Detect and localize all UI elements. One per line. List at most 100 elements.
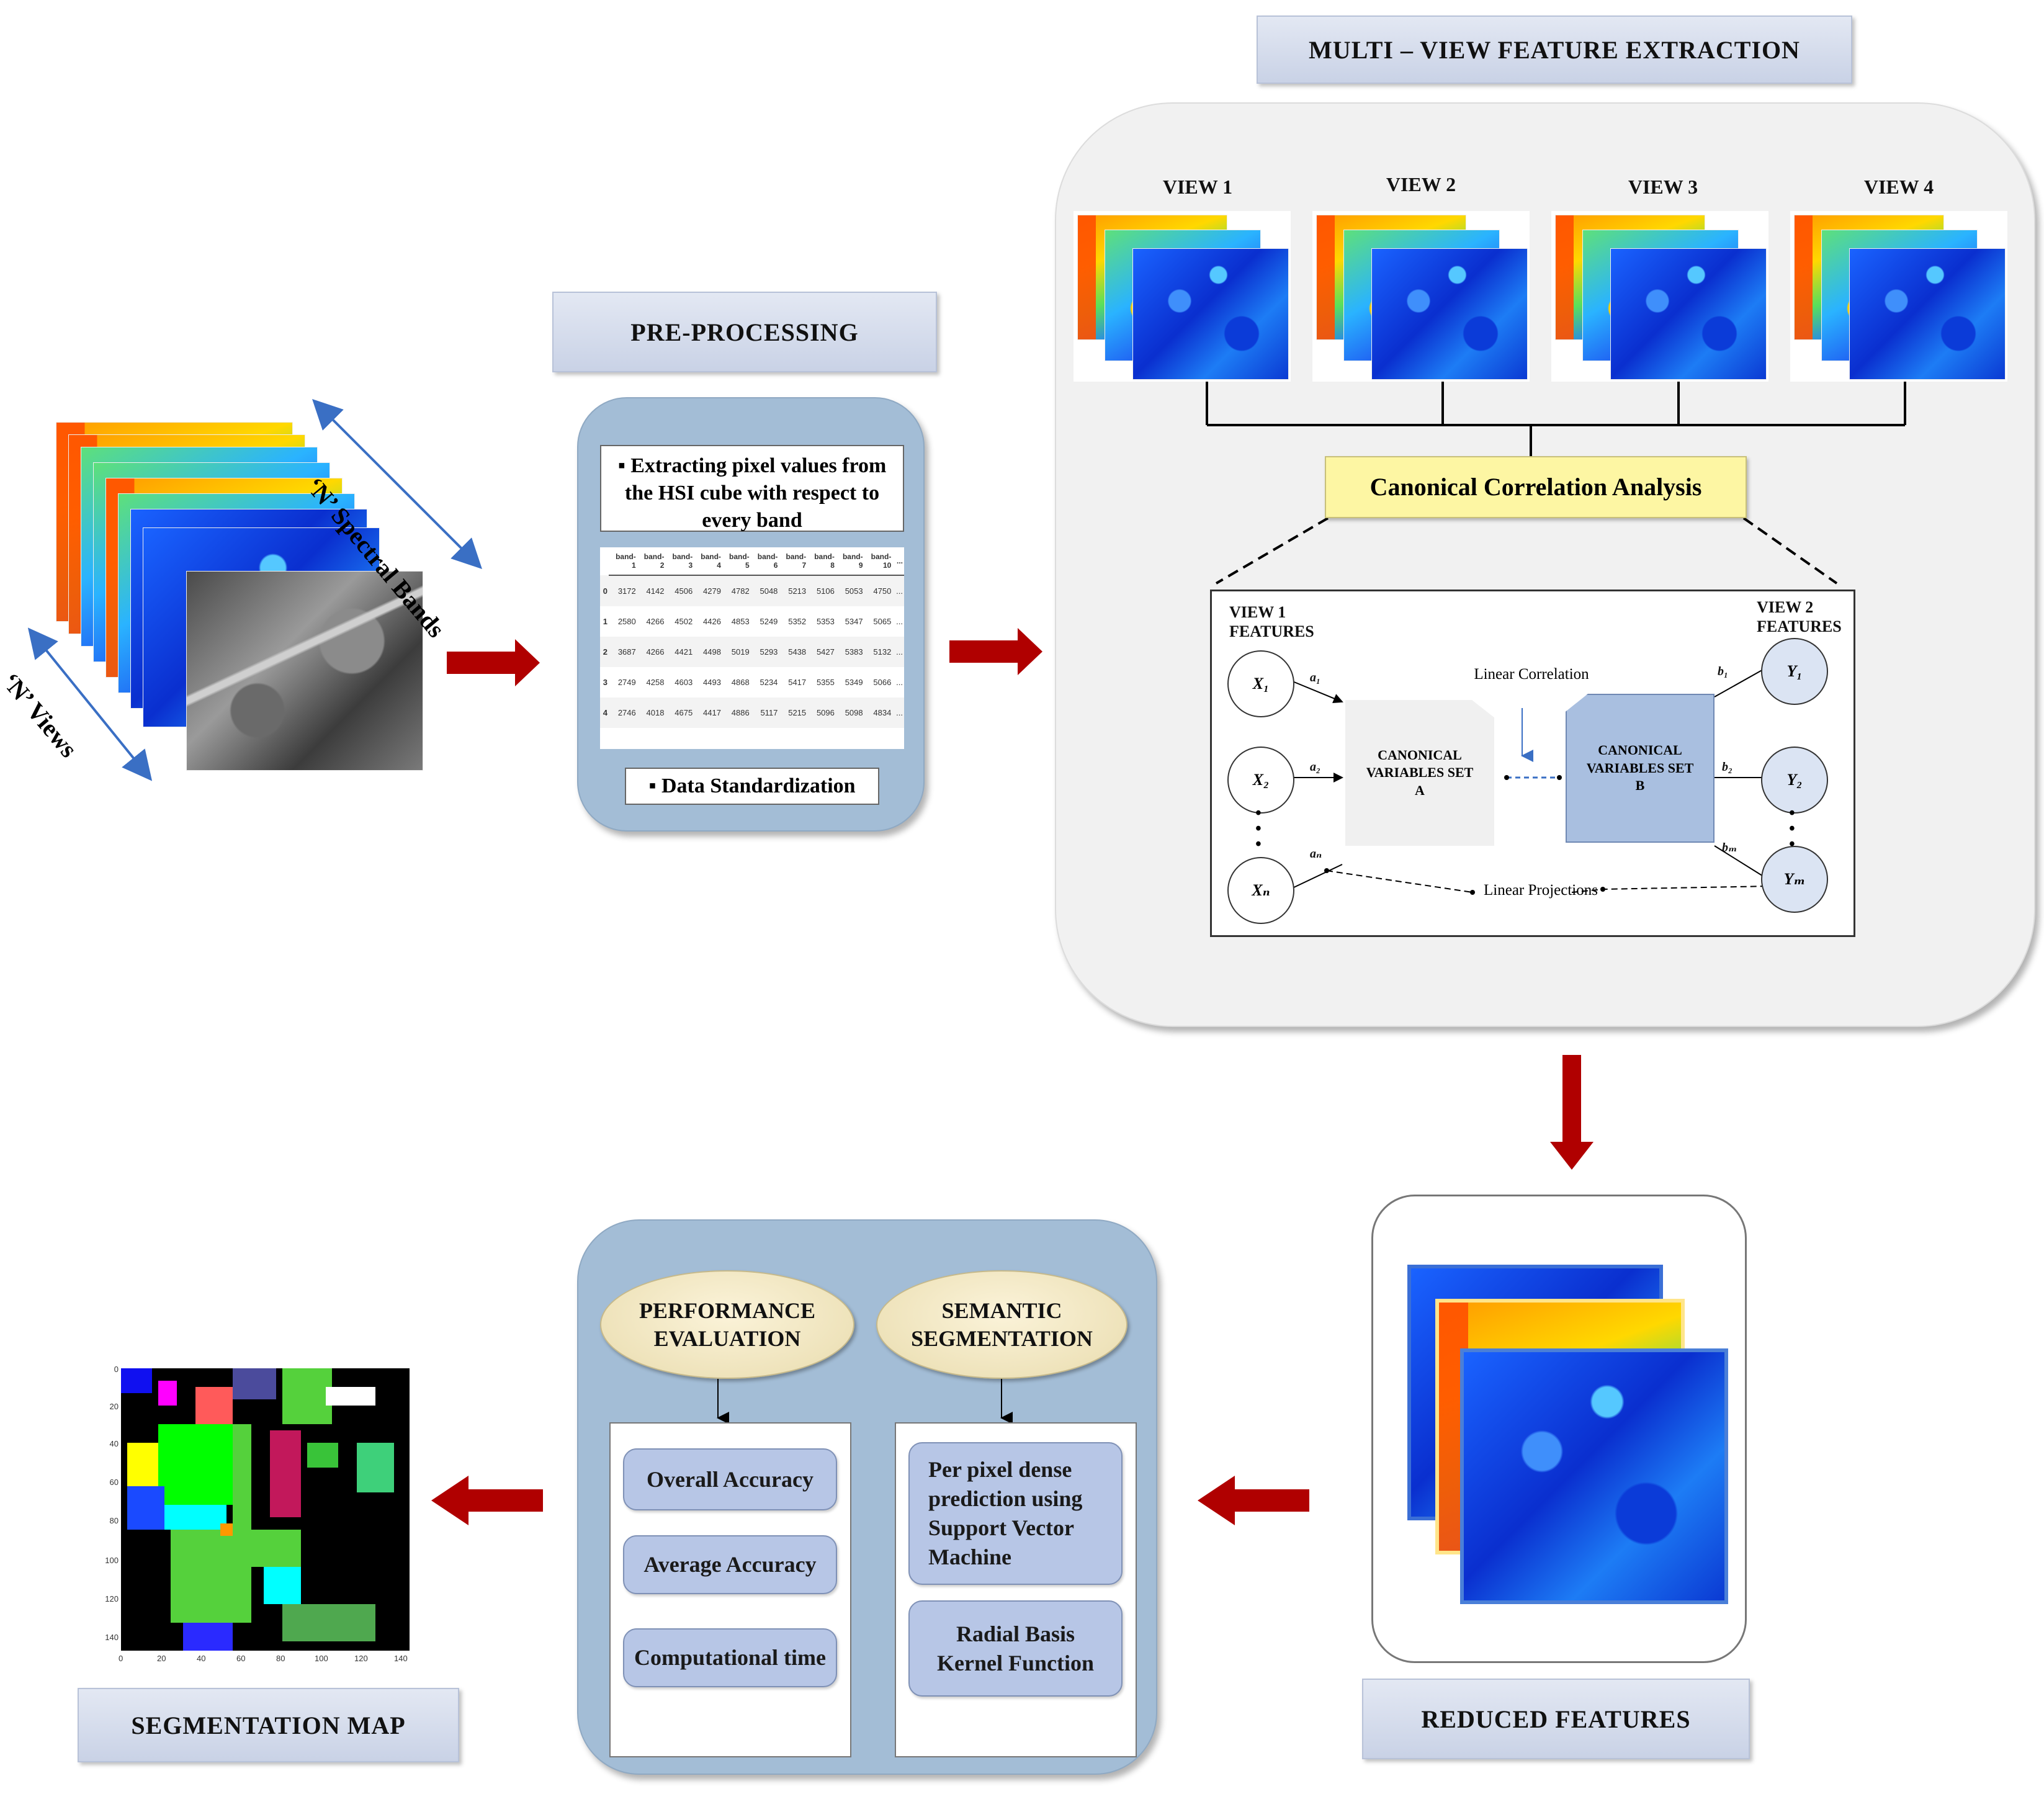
table-header-cell: band- 1 (609, 547, 637, 576)
node-x1: X₁ (1227, 650, 1294, 717)
arrow-input-to-preprocessing (447, 639, 540, 686)
table-header-cell: band- 10 (864, 547, 893, 576)
table-cell: 5096 (816, 708, 835, 717)
coef-a2: a₂ (1310, 760, 1320, 774)
table-cell: 5053 (845, 586, 863, 596)
table-cell: 5427 (816, 647, 835, 657)
table-cell: 3172 (617, 586, 636, 596)
view-1-features-title: VIEW 1 FEATURES (1229, 603, 1314, 641)
table-cell: 4868 (731, 678, 750, 687)
view-2-image (1312, 211, 1530, 382)
table-header-cell: band- 9 (835, 547, 864, 576)
table-header-cell: band- 3 (665, 547, 694, 576)
table-cell: 4421 (675, 647, 693, 657)
table-cell: ... (896, 678, 903, 687)
extract-pixel-step: ▪ Extracting pixel values from the HSI c… (600, 445, 904, 532)
view-4-label: VIEW 4 (1863, 176, 1934, 198)
table-cell: 2580 (617, 617, 636, 626)
metrics-card: Overall Accuracy Average Accuracy Comput… (609, 1422, 851, 1757)
table-cell: 4266 (646, 617, 665, 626)
left-ellipsis-dots: • • • (1255, 804, 1262, 854)
cca-diagram: VIEW 1 FEATURES VIEW 2 FEATURES X₁ X₂ Xₙ… (1210, 590, 1855, 937)
table-cell: 5353 (816, 617, 835, 626)
table-header-cell: band- 2 (637, 547, 666, 576)
grayscale-band-image (186, 571, 423, 771)
node-y1: Y₁ (1761, 638, 1828, 705)
table-cell: 4886 (731, 708, 750, 717)
table-header-cell: band- 4 (694, 547, 722, 576)
arrow-preprocessing-to-multiview (949, 628, 1042, 675)
table-cell: 5383 (845, 647, 863, 657)
table-cell: 5349 (845, 678, 863, 687)
evaluation-panel: PERFORMANCE EVALUATION SEMANTIC SEGMENTA… (577, 1219, 1157, 1775)
node-xn: Xₙ (1227, 857, 1294, 924)
semantic-segmentation-ellipse: SEMANTIC SEGMENTATION (876, 1270, 1127, 1379)
canonical-set-a: CANONICAL VARIABLES SET A (1345, 700, 1494, 846)
arrow-evaluation-to-map (431, 1476, 543, 1525)
table-cell: ... (896, 586, 903, 596)
table-cell: 4834 (873, 708, 892, 717)
table-header-cell: band- 5 (722, 547, 751, 576)
view-2-label: VIEW 2 (1386, 173, 1456, 195)
table-cell: 5234 (760, 678, 778, 687)
table-header-cell: ... (892, 547, 904, 576)
node-x2: X₂ (1227, 747, 1294, 814)
table-cell: 5106 (816, 586, 835, 596)
segmentation-map-plot: 0 20 40 60 80 100 120 140 0 20 40 60 80 … (102, 1362, 425, 1672)
table-cell: 5019 (731, 647, 750, 657)
table-header-cell: band- 6 (750, 547, 779, 576)
table-cell: 4266 (646, 647, 665, 657)
overall-accuracy-pill: Overall Accuracy (623, 1448, 837, 1510)
table-cell: 5249 (760, 617, 778, 626)
table-cell: ... (896, 647, 903, 657)
view-2-features-title: VIEW 2 FEATURES (1757, 598, 1842, 636)
performance-evaluation-ellipse: PERFORMANCE EVALUATION (600, 1270, 854, 1379)
table-cell: 5213 (788, 586, 807, 596)
table-cell: 5132 (873, 647, 892, 657)
map-x-axis: 0 20 40 60 80 100 120 140 (119, 1654, 408, 1663)
table-header-cell: band- 7 (779, 547, 808, 576)
table-cell: 5352 (788, 617, 807, 626)
map-y-axis: 0 20 40 60 80 100 120 140 (105, 1365, 119, 1642)
table-header-cell: band- 8 (807, 547, 836, 576)
cca-edges (1292, 668, 1771, 895)
svm-pill: Per pixel dense prediction using Support… (908, 1442, 1123, 1585)
table-row-index: 2 (603, 647, 607, 657)
cca-box: Canonical Correlation Analysis (1325, 456, 1747, 518)
arrow-multiview-to-reduced (1550, 1055, 1594, 1170)
view-4-image (1790, 211, 2007, 382)
linear-correlation-label: Linear Correlation (1474, 666, 1589, 683)
table-row-index: 0 (603, 586, 607, 596)
node-y2: Y₂ (1761, 747, 1828, 814)
table-cell: 4417 (703, 708, 721, 717)
table-cell: 4493 (703, 678, 721, 687)
reduced-features-card (1371, 1195, 1747, 1663)
reduced-features-title: REDUCED FEATURES (1362, 1679, 1750, 1759)
table-cell: 5048 (760, 586, 778, 596)
coef-b1: b₁ (1718, 665, 1728, 678)
table-cell: 2746 (617, 708, 636, 717)
table-cell: 4018 (646, 708, 665, 717)
arrow-reduced-to-evaluation (1198, 1476, 1309, 1525)
table-cell: 5355 (816, 678, 835, 687)
table-cell: 5065 (873, 617, 892, 626)
evaluation-connectors (717, 1379, 1013, 1424)
table-cell: 4279 (703, 586, 721, 596)
preprocessing-panel: ▪ Extracting pixel values from the HSI c… (577, 397, 925, 832)
table-cell: 5293 (760, 647, 778, 657)
table-cell: 5438 (788, 647, 807, 657)
table-cell: 4675 (675, 708, 693, 717)
rbf-pill: Radial Basis Kernel Function (908, 1600, 1123, 1697)
linear-projections-label: Linear Projections (1484, 882, 1598, 899)
table-cell: 5066 (873, 678, 892, 687)
table-cell: 5098 (845, 708, 863, 717)
table-cell: 4258 (646, 678, 665, 687)
